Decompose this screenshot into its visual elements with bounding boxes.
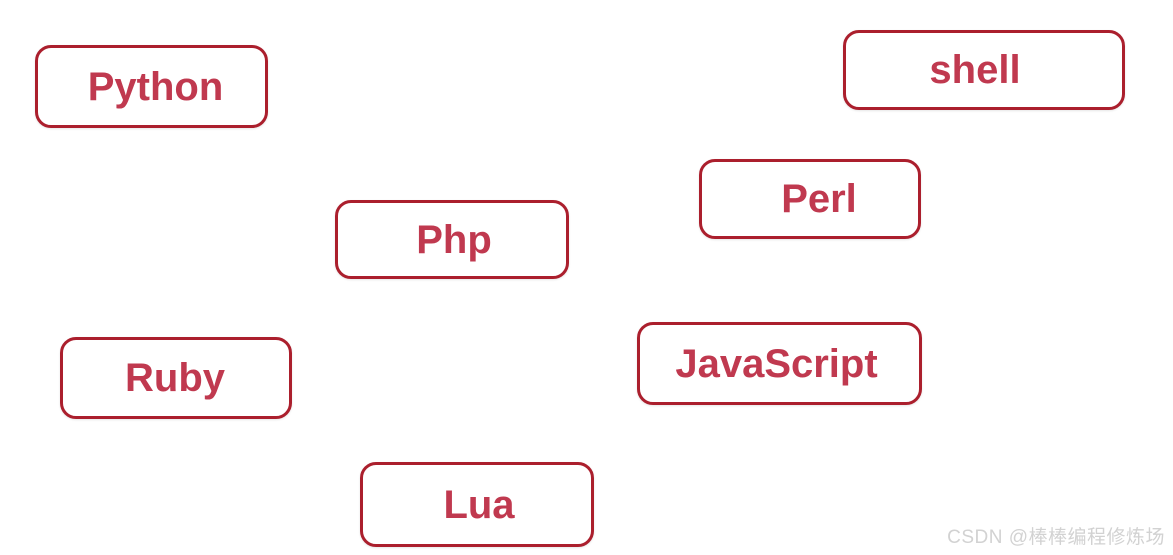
node-label: Python bbox=[87, 64, 224, 109]
node-box[interactable]: Php bbox=[335, 200, 569, 279]
node-box[interactable]: Python bbox=[35, 45, 268, 128]
node-label: Ruby bbox=[125, 356, 225, 400]
node-label: Lua bbox=[443, 482, 515, 527]
node-box[interactable]: JavaScript bbox=[637, 322, 922, 405]
node-box[interactable]: Lua bbox=[360, 462, 594, 547]
node-box[interactable]: Ruby bbox=[60, 337, 292, 419]
csdn-watermark: CSDN @棒棒编程修炼场 bbox=[947, 527, 1165, 548]
node-label: Php bbox=[416, 217, 492, 262]
node-label: shell bbox=[929, 48, 1021, 92]
node-box[interactable]: Perl bbox=[699, 159, 921, 239]
node-label: Perl bbox=[781, 177, 857, 221]
node-box[interactable]: shell bbox=[843, 30, 1125, 110]
node-label: JavaScript bbox=[675, 341, 878, 386]
